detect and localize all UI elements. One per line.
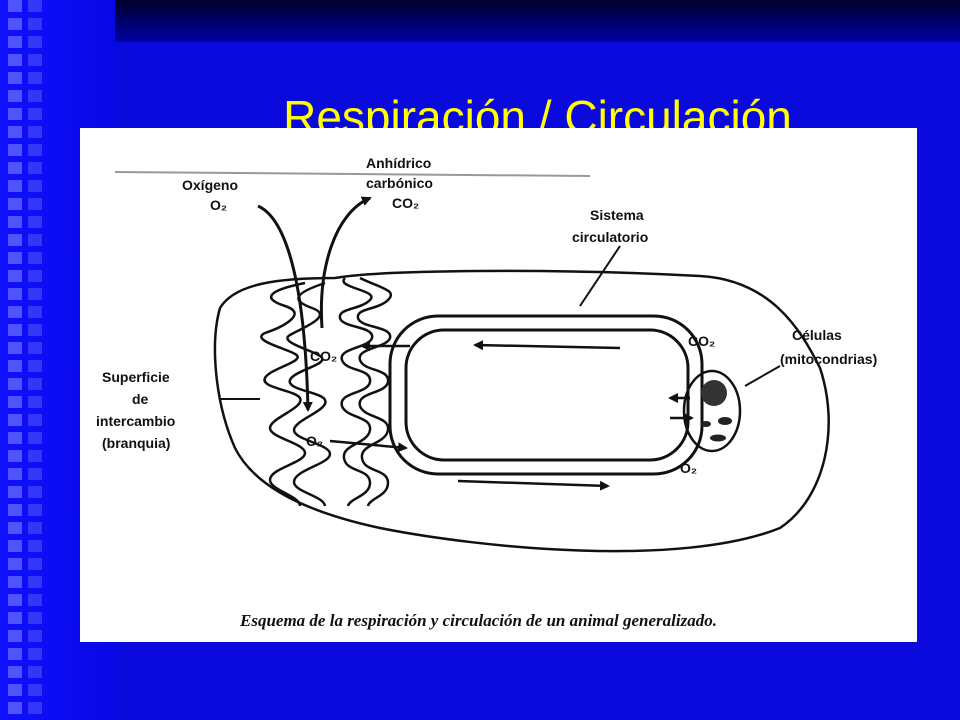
respiration-diagram: Oxígeno O₂ Anhídrico carbónico CO₂ Siste… xyxy=(80,128,917,642)
label-co2-name-2: carbónico xyxy=(366,175,433,191)
circulatory-loop-outer xyxy=(390,316,702,474)
scan-artifact xyxy=(115,172,590,176)
flow-arrow-top xyxy=(475,345,620,348)
label-surface-2: de xyxy=(132,391,149,407)
co2-arrow xyxy=(321,198,370,328)
label-cells: Células xyxy=(792,327,842,343)
cell-nucleus xyxy=(701,380,727,406)
label-co2-formula: CO₂ xyxy=(392,195,419,211)
mitochondria xyxy=(701,421,711,427)
label-oxygen-formula: O₂ xyxy=(210,197,227,213)
mitochondria xyxy=(710,435,726,442)
label-co2-name: Anhídrico xyxy=(366,155,431,171)
label-system: Sistema xyxy=(590,207,644,223)
system-pointer xyxy=(580,246,620,306)
label-o2-right: O₂ xyxy=(680,460,697,476)
label-co2-left: CO₂ xyxy=(310,348,337,364)
label-oxygen: Oxígeno xyxy=(182,177,238,193)
diagram-figure: Oxígeno O₂ Anhídrico carbónico CO₂ Siste… xyxy=(80,128,917,642)
label-o2-left: O₂ xyxy=(306,433,323,449)
gill-fold-right xyxy=(340,278,372,506)
flow-arrow-bottom xyxy=(458,481,608,486)
label-co2-right: CO₂ xyxy=(688,333,715,349)
mitochondria xyxy=(718,417,732,425)
body-outline xyxy=(215,271,829,551)
top-band xyxy=(115,0,960,42)
label-surface-3: intercambio xyxy=(96,413,175,429)
label-surface: Superficie xyxy=(102,369,170,385)
circulatory-loop-inner xyxy=(406,330,688,460)
label-surface-4: (branquia) xyxy=(102,435,170,451)
label-system-2: circulatorio xyxy=(572,229,648,245)
gill-fold-left xyxy=(261,283,305,506)
decor-squares xyxy=(28,0,42,720)
cells-pointer xyxy=(745,366,780,386)
decor-squares xyxy=(8,0,22,720)
figure-caption: Esquema de la respiración y circulación … xyxy=(239,611,717,630)
label-cells-2: (mitocondrias) xyxy=(780,351,877,367)
